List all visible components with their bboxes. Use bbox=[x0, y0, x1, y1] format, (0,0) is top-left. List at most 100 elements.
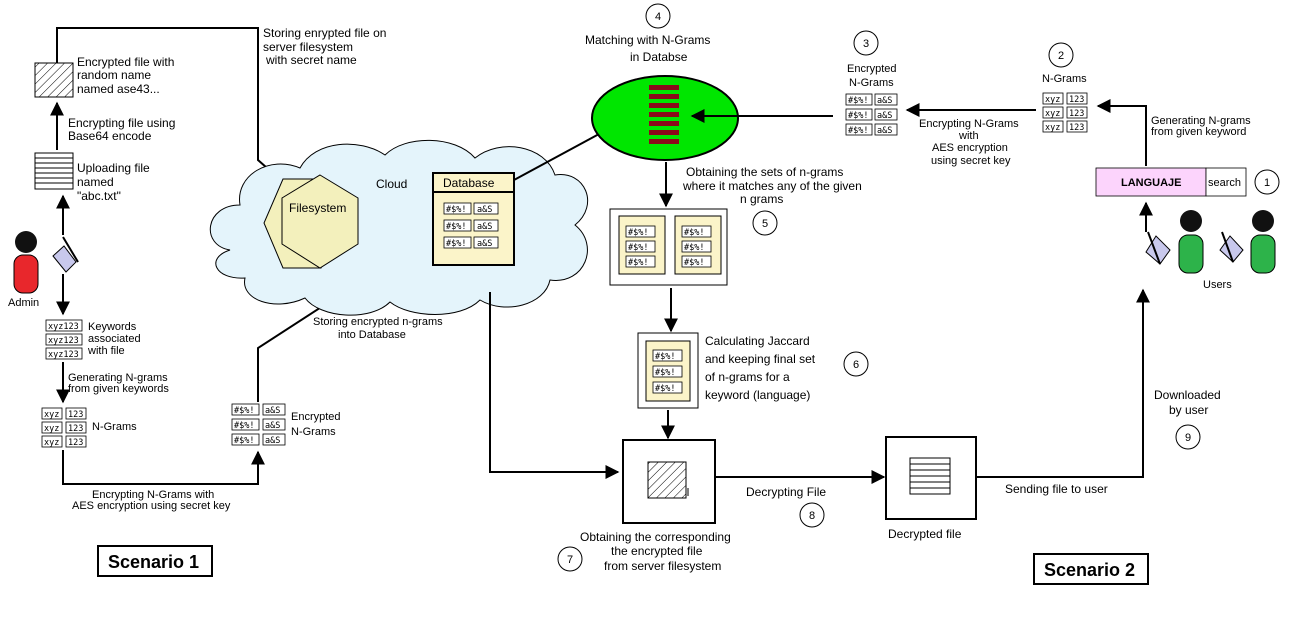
ngram-cell: 123 bbox=[1069, 109, 1084, 119]
admin-laptop-icon bbox=[52, 236, 79, 273]
database-label: Database bbox=[443, 176, 495, 190]
step-9-circle bbox=[1175, 424, 1201, 450]
db-cell: a&S bbox=[477, 205, 492, 215]
step-4-number: 4 bbox=[655, 11, 661, 23]
decrypted-file-box bbox=[885, 436, 977, 520]
enc-cell: a&S bbox=[877, 96, 892, 106]
uploading-label-2: named bbox=[77, 175, 114, 189]
db-cell: #$%! bbox=[446, 205, 466, 215]
search-input[interactable] bbox=[1095, 167, 1207, 197]
storing-ngrams-label-2: into Database bbox=[338, 329, 406, 341]
plain-file-icon bbox=[34, 152, 74, 190]
step-8-circle bbox=[799, 502, 825, 528]
uploading-label-3: "abc.txt" bbox=[77, 189, 121, 203]
encrypted-ngrams-table: #$%! a&S #$%! a&S #$%! a&S bbox=[231, 403, 286, 446]
ngram-cell: 123 bbox=[68, 424, 83, 434]
encrypt-aes-arrow bbox=[62, 450, 265, 485]
storing-file-label-1: Storing enrypted file on bbox=[263, 26, 386, 40]
cloud-label: Cloud bbox=[376, 177, 407, 191]
admin-label: Admin bbox=[8, 297, 39, 309]
user-figure bbox=[1178, 210, 1204, 274]
step-9-number: 9 bbox=[1185, 432, 1191, 444]
scenario1-box bbox=[97, 545, 213, 577]
match-bars bbox=[649, 85, 679, 144]
storing-ngrams-label-1: Storing encrypted n-grams bbox=[313, 316, 443, 328]
set-cell: #$%! bbox=[628, 243, 648, 253]
search-value: LANGUAJE bbox=[1121, 177, 1182, 189]
enc-cell: #$%! bbox=[848, 96, 868, 106]
set-cell: #$%! bbox=[684, 228, 704, 238]
obtaining-sets-label-3: n grams bbox=[740, 192, 783, 206]
step-8-number: 8 bbox=[809, 510, 815, 522]
user-figure bbox=[1250, 210, 1276, 274]
matching-ellipse bbox=[591, 75, 739, 161]
set-cell: #$%! bbox=[684, 258, 704, 268]
filesystem-label: Filesystem bbox=[289, 201, 346, 215]
db-cell: a&S bbox=[477, 239, 492, 249]
jaccard-label-1: Calculating Jaccard bbox=[705, 334, 810, 348]
admin-figure bbox=[13, 231, 39, 294]
db-cell: #$%! bbox=[446, 222, 466, 232]
retrieved-file-box bbox=[622, 439, 716, 524]
step-1-circle bbox=[1254, 169, 1280, 195]
ngram-cell: xyz bbox=[1045, 109, 1060, 119]
step-4-circle bbox=[645, 3, 671, 29]
set-cell: #$%! bbox=[628, 258, 648, 268]
encrypting-aes-2-label-2: with bbox=[958, 130, 979, 142]
decrypting-label: Decrypting File bbox=[746, 485, 826, 499]
step-3-circle bbox=[853, 30, 879, 56]
db-cell: a&S bbox=[477, 222, 492, 232]
enc-cell: a&S bbox=[265, 406, 280, 416]
jaccard-box: #$%! #$%! #$%! bbox=[637, 332, 699, 409]
gen-ngrams-2-label-1: Generating N-grams bbox=[1151, 115, 1251, 127]
ngram-cell: 123 bbox=[68, 410, 83, 420]
step-6-number: 6 bbox=[853, 359, 859, 371]
enc-cell: a&S bbox=[265, 421, 280, 431]
jaccard-cell: #$%! bbox=[655, 368, 675, 378]
step-7-number: 7 bbox=[567, 554, 573, 566]
step-2-circle bbox=[1048, 42, 1074, 68]
set-cell: #$%! bbox=[684, 243, 704, 253]
enc-ngrams-2-label-1: Encrypted bbox=[847, 63, 897, 75]
step-3-number: 3 bbox=[863, 38, 869, 50]
encrypted-ngrams-table-2: #$%! a&S #$%! a&S #$%! a&S bbox=[845, 93, 898, 136]
send-to-user-arrow bbox=[976, 288, 1150, 478]
gen-ngrams-2-arrow bbox=[1096, 99, 1147, 166]
gen-ngrams-2-label-2: from given keyword bbox=[1151, 126, 1246, 138]
enc-cell: a&S bbox=[877, 126, 892, 136]
storing-file-label-3: with secret name bbox=[265, 53, 357, 67]
ngram-cell: xyz bbox=[44, 424, 59, 434]
search-button[interactable] bbox=[1205, 167, 1247, 197]
encrypted-file-label-1: Encrypted file with bbox=[77, 55, 174, 69]
keywords-label-2: associated bbox=[88, 333, 141, 345]
db-to-file-arrow bbox=[489, 292, 620, 479]
enc-cell: #$%! bbox=[234, 421, 254, 431]
downloaded-label-1: Downloaded bbox=[1154, 388, 1221, 402]
obtaining-file-label-1: Obtaining the corresponding bbox=[580, 530, 731, 544]
enc-ngrams-2-label-2: N-Grams bbox=[849, 77, 894, 89]
step-7-circle bbox=[557, 546, 583, 572]
gen-ngrams-label-2: from given keywords bbox=[68, 383, 169, 395]
encrypting-aes-2-label-1: Encrypting N-Grams bbox=[919, 118, 1019, 130]
enc-cell: #$%! bbox=[234, 406, 254, 416]
step-5-number: 5 bbox=[762, 218, 768, 230]
keywords-label-1: Keywords bbox=[88, 321, 137, 333]
scenario2-label: Scenario 2 bbox=[1044, 560, 1135, 580]
enc-ngrams-label-1: Encrypted bbox=[291, 411, 341, 423]
jaccard-label-4: keyword (language) bbox=[705, 388, 810, 402]
enc-cell: a&S bbox=[877, 111, 892, 121]
sending-label: Sending file to user bbox=[1005, 482, 1108, 496]
jaccard-cell: #$%! bbox=[655, 352, 675, 362]
matching-label-1: Matching with N-Grams bbox=[585, 33, 710, 47]
encrypting-aes-2-label-4: using secret key bbox=[931, 155, 1011, 167]
keyword-cell: xyz123 bbox=[48, 350, 79, 360]
scenario1-label: Scenario 1 bbox=[108, 552, 199, 572]
encrypting-aes-2-label-3: AES encryption bbox=[932, 142, 1008, 154]
set-cell: #$%! bbox=[628, 228, 648, 238]
keywords-table: xyz123 xyz123 xyz123 bbox=[45, 319, 83, 360]
ngram-sets-box: #$%! #$%! #$%! #$%! #$%! #$%! bbox=[609, 208, 728, 286]
user-laptop-icon bbox=[1219, 231, 1244, 263]
ngram-cell: 123 bbox=[1069, 95, 1084, 105]
obtaining-file-label-3: from server filesystem bbox=[604, 559, 721, 573]
